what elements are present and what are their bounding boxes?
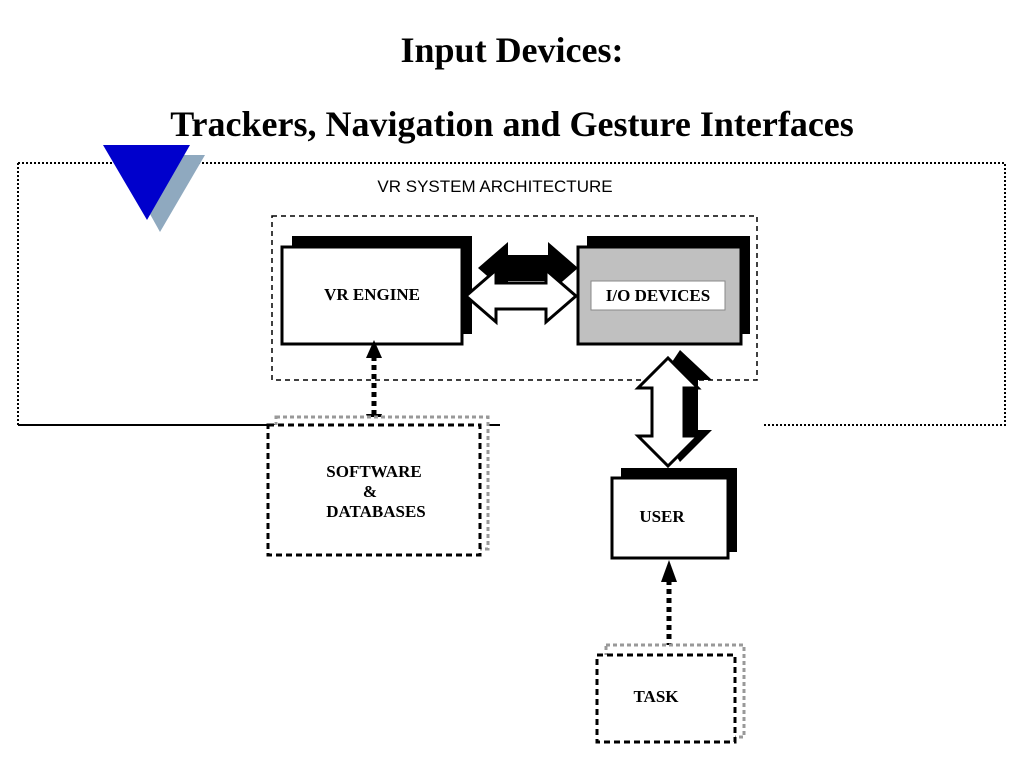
user-arrowhead-icon — [661, 560, 677, 582]
slide-subtitle: Trackers, Navigation and Gesture Interfa… — [170, 104, 854, 144]
io-devices-label: I/O DEVICES — [606, 286, 710, 305]
io-user-arrow — [634, 355, 702, 469]
software-label: SOFTWARE — [326, 462, 421, 481]
software-ampersand: & — [363, 482, 377, 501]
databases-label: DATABASES — [326, 502, 426, 521]
user-box — [610, 476, 730, 560]
task-box — [595, 653, 737, 744]
triangle-bullet-icon — [103, 145, 190, 220]
engine-io-arrow — [463, 266, 579, 326]
task-label: TASK — [633, 687, 679, 706]
user-label: USER — [639, 507, 685, 526]
vr-engine-box — [280, 245, 464, 346]
engine-arrowhead-icon — [366, 340, 382, 358]
vr-engine-label: VR ENGINE — [324, 285, 420, 304]
io-devices-label-panel — [590, 280, 726, 311]
system-architecture-label: VR SYSTEM ARCHITECTURE — [377, 177, 612, 196]
core-boundary — [271, 215, 758, 381]
software-databases-box — [266, 423, 482, 557]
slide-title: Input Devices: — [400, 30, 624, 70]
